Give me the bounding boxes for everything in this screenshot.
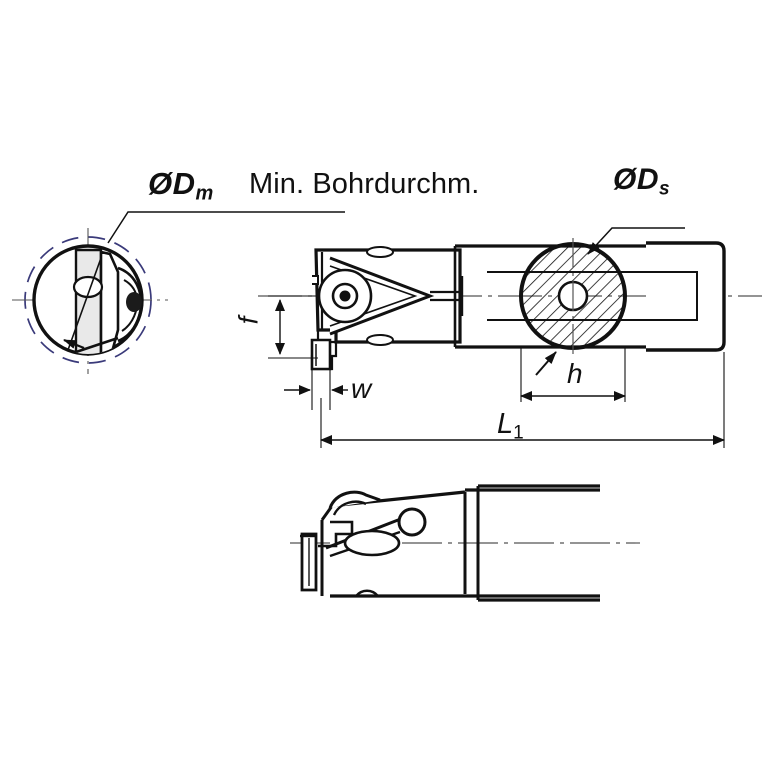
bottom-head-boss bbox=[328, 490, 381, 509]
shank-rear-end-cap bbox=[646, 241, 726, 352]
shank-dia-leader-line bbox=[587, 227, 685, 255]
cutting-edge-line bbox=[67, 257, 102, 351]
end-view-internals bbox=[67, 248, 142, 354]
shank-dia-subscript: s bbox=[659, 178, 671, 200]
min-bore-symbol-label: ØDm bbox=[148, 168, 214, 204]
min-bore-text-label: Min. Bohrdurchm. bbox=[249, 168, 480, 200]
head-left-notch-upper bbox=[312, 275, 319, 285]
shank-dia-leader bbox=[587, 227, 685, 255]
bottom-head-front-chamfer bbox=[320, 505, 334, 521]
clamp-lever-knob bbox=[397, 507, 427, 537]
shank-dia-lower-arrow bbox=[535, 351, 557, 376]
main-side-view bbox=[258, 238, 762, 371]
lower-flank-line bbox=[75, 336, 119, 354]
end-view-edge-arrow bbox=[63, 338, 85, 350]
chipbreaker-shadow bbox=[126, 292, 142, 312]
clamp-screw-head bbox=[72, 275, 104, 299]
min-bore-leader-line bbox=[107, 211, 345, 244]
dim-w-label: w bbox=[351, 373, 372, 404]
dim-f-label: f bbox=[233, 316, 264, 325]
coolant-outlet-top bbox=[366, 246, 394, 258]
bottom-head-boss-inner bbox=[332, 500, 367, 516]
dimension-l1 bbox=[320, 352, 725, 448]
bottom-side-view bbox=[290, 484, 640, 602]
end-view-left bbox=[12, 228, 168, 374]
bottom-relief-bump bbox=[355, 589, 379, 597]
min-bore-symbol: ØD bbox=[148, 166, 196, 201]
dimension-h bbox=[520, 348, 626, 402]
insert-tip-block bbox=[310, 338, 332, 371]
min-bore-leader bbox=[107, 211, 345, 244]
dimension-f bbox=[268, 295, 318, 359]
bottom-insert-oval bbox=[343, 529, 401, 557]
shank-dia-symbol: ØD bbox=[613, 163, 659, 196]
shank-dia-symbol-label: ØDs bbox=[613, 163, 671, 200]
insert-face bbox=[99, 250, 120, 354]
coolant-outlet-bottom bbox=[366, 334, 394, 346]
dim-h-label: h bbox=[567, 358, 583, 389]
min-bore-subscript: m bbox=[195, 182, 214, 205]
dimension-w bbox=[284, 358, 348, 410]
dim-l1-subscript: 1 bbox=[513, 422, 524, 444]
clamp-screw-socket bbox=[339, 290, 351, 302]
shank-cross-section bbox=[519, 238, 627, 354]
dim-l1-label: L1 bbox=[497, 410, 524, 443]
dim-l1-letter: L bbox=[497, 408, 514, 440]
